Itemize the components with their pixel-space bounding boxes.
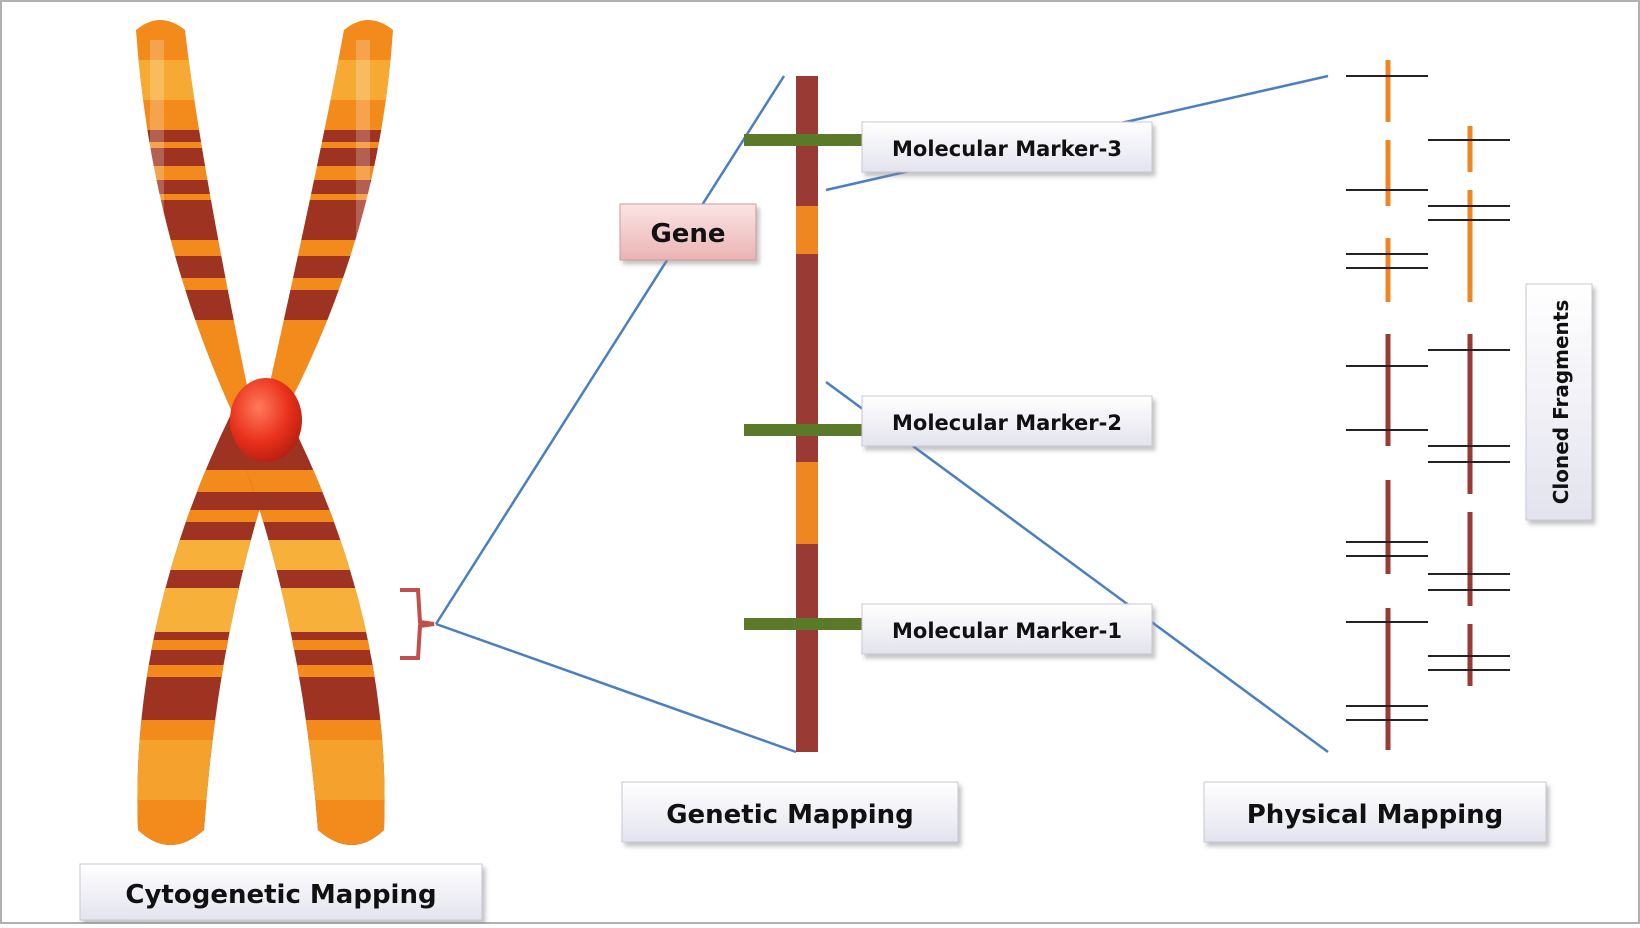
marker2-label-box: Molecular Marker-2 <box>861 395 1153 447</box>
cytogenetic-mapping-label: Cytogenetic Mapping <box>125 880 436 910</box>
chromosome-arm-upper-right <box>266 20 393 412</box>
chromosome-arm-upper-left <box>136 20 250 412</box>
marker3-label-box: Molecular Marker-3 <box>861 121 1153 173</box>
gene-segment-2 <box>796 462 818 544</box>
cloned-fragments-label-box: Cloned Fragments <box>1525 283 1593 521</box>
marker3-label: Molecular Marker-3 <box>892 137 1122 161</box>
physical-mapping-label-box: Physical Mapping <box>1203 781 1547 843</box>
genetic-mapping-label: Genetic Mapping <box>666 800 914 830</box>
gene-label-box: Gene <box>619 203 757 261</box>
genetic-mapping-label-box: Genetic Mapping <box>621 781 959 843</box>
chromosome <box>136 20 393 845</box>
region-bracket <box>400 588 435 660</box>
marker-bar-1 <box>744 618 862 630</box>
marker2-label: Molecular Marker-2 <box>892 411 1122 435</box>
cytogenetic-mapping-label-box: Cytogenetic Mapping <box>79 863 483 921</box>
marker1-label-box: Molecular Marker-1 <box>861 603 1153 655</box>
centromere <box>230 378 302 462</box>
cloned-fragments-graphic <box>1346 60 1510 750</box>
physical-mapping-label: Physical Mapping <box>1247 800 1504 830</box>
marker1-label: Molecular Marker-1 <box>892 619 1122 643</box>
marker-bar-2 <box>744 424 862 436</box>
cloned-fragments-label: Cloned Fragments <box>1549 300 1573 505</box>
genetic-bar <box>796 76 818 752</box>
genetic-map-bar <box>744 76 862 752</box>
connector-line-lower <box>435 622 797 754</box>
gene-segment-1 <box>796 206 818 254</box>
connector-line-upper <box>434 75 786 625</box>
marker-bar-3 <box>744 134 862 146</box>
chromosome-arm-lower-right <box>228 412 385 845</box>
gene-label: Gene <box>650 219 725 249</box>
